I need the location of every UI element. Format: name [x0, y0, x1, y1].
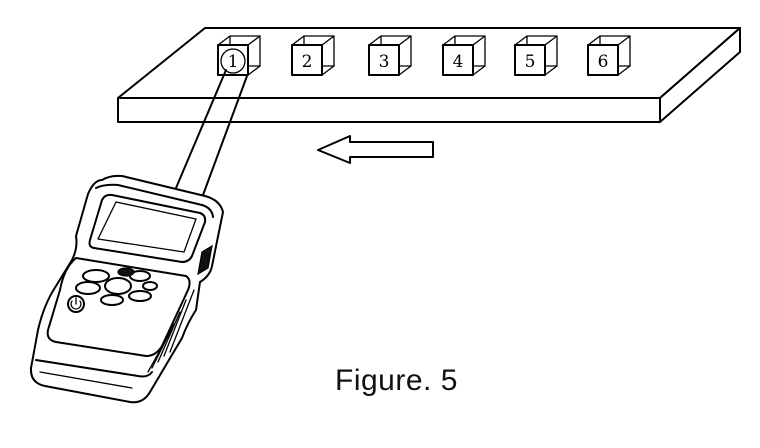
- box-label: 3: [379, 52, 390, 72]
- measurement-beam: [175, 69, 248, 196]
- box-label: 1: [228, 52, 239, 72]
- box-2: 2: [291, 35, 335, 76]
- boxes-layer: 1 2 3 4 5 6: [217, 35, 631, 76]
- box-3: 3: [368, 35, 412, 76]
- box-label: 2: [302, 52, 313, 72]
- handheld-meter-icon: [29, 174, 224, 404]
- power-icon: [67, 295, 85, 313]
- arrow-left-icon: [317, 135, 434, 164]
- box-label: 5: [525, 52, 536, 72]
- figure-caption: Figure. 5: [335, 364, 458, 397]
- box-1: 1: [217, 35, 261, 76]
- box-6: 6: [587, 35, 631, 76]
- box-4: 4: [442, 35, 486, 76]
- conveyor-platform: [117, 27, 741, 123]
- box-label: 4: [453, 52, 464, 72]
- box-label: 6: [598, 52, 609, 72]
- box-5: 5: [514, 35, 558, 76]
